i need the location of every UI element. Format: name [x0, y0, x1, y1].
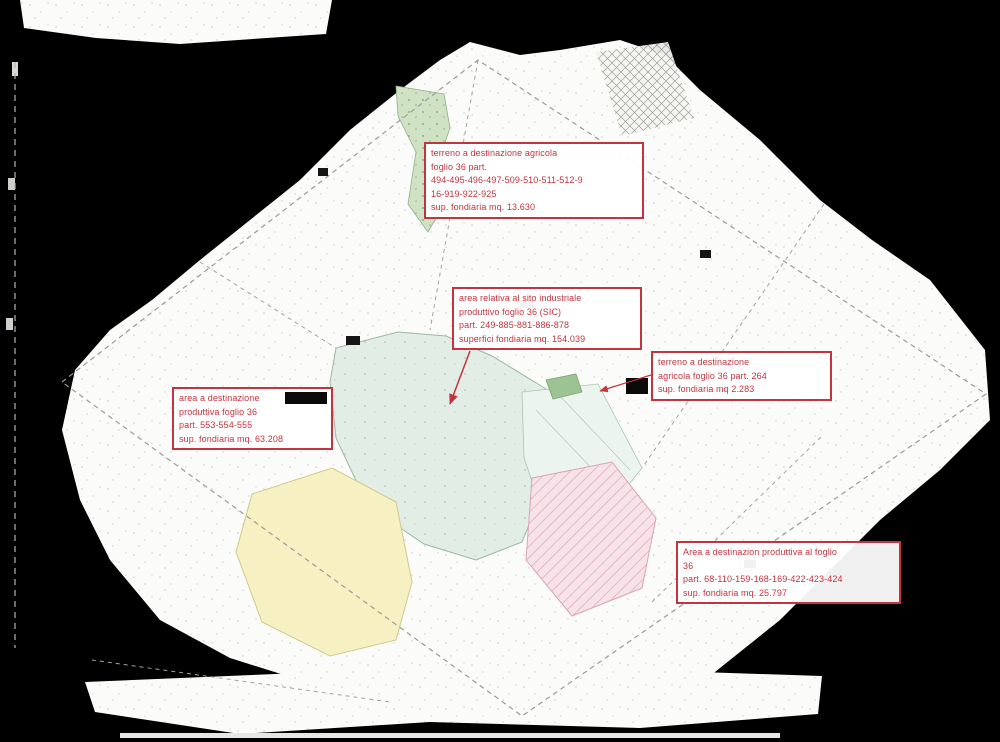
leader-arrow-sito-industriale	[449, 350, 471, 405]
annotation-line: part. 249-885-881-886-878	[459, 320, 570, 330]
annotation-line: terreno a destinazione agricola	[431, 148, 558, 158]
annotation-line: 494-495-496-497-509-510-511-512-9	[431, 175, 583, 185]
annotation-line: Area a destinazion produttiva al foglio	[683, 547, 837, 557]
annotation-line: produttivo foglio 36 (SIC)	[459, 306, 562, 317]
annotation-line: sup. fondiaria mq 2.283	[658, 384, 755, 394]
annotation-line: terreno a destinazione	[658, 357, 750, 367]
parcel-crosshatch-area	[596, 42, 694, 136]
annotation-line: sup. fondiaria mq. 63.208	[179, 433, 284, 444]
annotation-line: part. 68-110-159-168-169-422-423-424	[683, 574, 843, 584]
annotation-box-terreno-agricolo-nord: terreno a destinazione agricola foglio 3…	[424, 142, 644, 219]
annotation-line: superfici fondiaria mq. 154.039	[459, 333, 586, 344]
annotation-line: sup. fondiaria mq. 25.797	[683, 587, 788, 598]
parcel-area-produttiva-ovest	[235, 467, 413, 657]
annotation-line: area relativa al sito industriale	[459, 293, 582, 303]
annotation-line: produttiva foglio 36	[179, 406, 258, 417]
annotation-line: area a destinazione	[179, 393, 260, 403]
map-paper-bottom-line	[120, 733, 780, 738]
map-paper-top-strip	[20, 0, 332, 44]
annotation-box-area-produttiva-ovest: area a destinazione produttiva foglio 36…	[172, 387, 333, 450]
ink-blot	[318, 168, 328, 176]
scan-artifact	[8, 178, 15, 190]
scan-artifact	[12, 62, 18, 76]
annotation-line: 36	[683, 560, 694, 571]
leader-arrow-terreno-est	[599, 374, 652, 393]
boundary-line-outer	[60, 59, 988, 717]
scan-artifact	[6, 318, 13, 330]
annotation-box-area-produttiva-sud: Area a destinazion produttiva al foglio …	[676, 541, 901, 604]
annotation-line: part. 553-554-555	[179, 420, 253, 430]
annotation-line: 16-919-922-925	[431, 188, 497, 199]
annotation-line: foglio 36 part.	[431, 161, 488, 172]
annotation-box-terreno-agricolo-est: terreno a destinazione agricola foglio 3…	[651, 351, 832, 401]
ink-blot	[285, 392, 327, 404]
annotation-line: agricola foglio 36 part. 264	[658, 370, 767, 381]
ink-blot	[626, 378, 648, 394]
ink-blot	[700, 250, 711, 258]
parcel-terreno-agricolo-est	[545, 373, 583, 400]
annotation-box-sito-industriale: area relativa al sito industriale produt…	[452, 287, 642, 350]
ink-blot	[346, 336, 360, 345]
annotation-line: sup. fondiaria mq. 13.630	[431, 202, 536, 212]
parcel-area-produttiva-sud	[525, 461, 657, 617]
